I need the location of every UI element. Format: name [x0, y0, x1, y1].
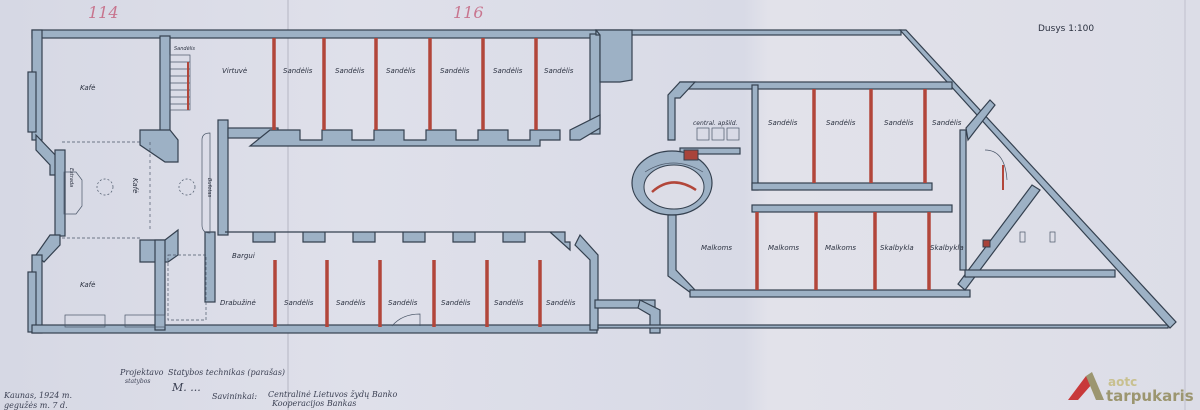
logo-mark-red: [1068, 376, 1092, 400]
owner-label: Savininkai:: [212, 392, 257, 401]
room-label-right-upper-3: Sandėlis: [826, 119, 856, 127]
room-label-central-heating: central. apšild.: [693, 120, 738, 127]
room-label-upper-3: Sandėlis: [335, 67, 365, 75]
stairs-bottom-left: [64, 254, 207, 328]
right-block-partitions: [755, 89, 931, 290]
room-label-lower-7: Sandėlis: [546, 299, 576, 307]
lower-wing-partitions: [273, 260, 542, 327]
room-label-cafe-top: Kafė: [80, 84, 95, 92]
room-label-right-lower-2: Malkoms: [768, 244, 799, 252]
owner-text-2: Kooperacijos Bankas: [271, 399, 356, 408]
room-label-upper-4: Sandėlis: [386, 67, 416, 75]
room-label-upper-6: Sandėlis: [493, 67, 523, 75]
room-label-lower-4: Sandėlis: [388, 299, 418, 307]
room-label-lower-3: Sandėlis: [336, 299, 366, 307]
designer-text: Statybos technikas (parašas): [168, 368, 285, 377]
pencil-mark-right: 116: [453, 3, 484, 22]
room-label-lower-5: Sandėlis: [441, 299, 471, 307]
room-label-lower-2: Sandėlis: [284, 299, 314, 307]
aotc-tarpukaris-logo: aotc tarpukaris: [1068, 372, 1194, 405]
room-label-cafe-bottom: Kafė: [80, 281, 95, 289]
room-label-stair-storage: Sandėlis: [174, 46, 195, 52]
logo-mark-olive: [1086, 372, 1104, 400]
upper-wing-walls: [227, 33, 601, 147]
room-label-lower-6: Sandėlis: [494, 299, 524, 307]
scale-note: Dusys 1:100: [1038, 24, 1094, 34]
room-label-right-upper-2: Sandėlis: [768, 119, 798, 127]
room-label-lower-1: Drabužinė: [220, 299, 256, 307]
lower-wing-walls: [225, 231, 1169, 334]
room-label-right-lower-5: Skalbykla: [930, 244, 964, 252]
room-label-estrada: Estrada: [68, 168, 74, 187]
designer-role: statybos: [125, 378, 150, 385]
logo-line2: tarpukaris: [1106, 387, 1194, 405]
room-label-upper-7: Sandėlis: [544, 67, 574, 75]
pencil-mark-left: 114: [88, 3, 119, 22]
owner-text: Centralinė Lietuvos žydų Banko: [268, 390, 398, 399]
room-label-right-lower-4: Skalbykla: [880, 244, 914, 252]
room-label-right-upper-5: Sandėlis: [932, 119, 962, 127]
room-label-upper-5: Sandėlis: [440, 67, 470, 75]
room-label-cafe-center: Kafė: [131, 178, 139, 193]
logo-line1: aotc: [1108, 375, 1137, 389]
upper-wing-partitions: [272, 38, 538, 130]
left-block-walls: [27, 29, 598, 334]
room-label-right-lower-1: Malkoms: [701, 244, 732, 252]
top-right-outline: [594, 29, 1177, 329]
designer-signature: M. ...: [171, 381, 201, 394]
place-date-1: Kaunas, 1924 m.: [3, 391, 72, 400]
room-label-upper-2: Sandėlis: [283, 67, 313, 75]
room-label-upper-1: Virtuvė: [222, 67, 247, 75]
place-date-2: gegužės m. 7 d.: [4, 401, 68, 410]
room-label-right-lower-3: Malkoms: [825, 244, 856, 252]
room-label-right-upper-4: Sandėlis: [884, 119, 914, 127]
stairs-top-left: [169, 54, 191, 111]
right-block-walls: [631, 81, 1116, 298]
room-label-bargui: Bargui: [232, 252, 255, 260]
room-label-bufetas: Bufetas: [206, 178, 212, 197]
designer-label: Projektavo: [119, 368, 164, 377]
